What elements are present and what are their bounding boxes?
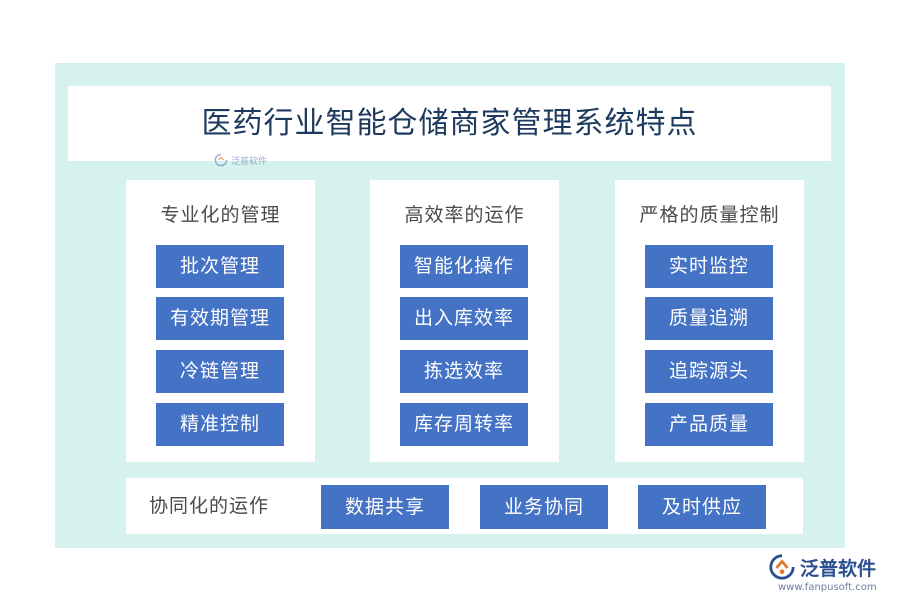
feature-box: 批次管理: [156, 245, 284, 288]
brand-name: 泛普软件: [800, 557, 877, 580]
fanpu-logo-icon: [769, 554, 795, 580]
brand-url: www.fanpusoft.com: [778, 582, 877, 593]
feature-box: 拣选效率: [400, 350, 528, 393]
watermark-small: 泛普软件: [214, 151, 267, 169]
feature-box: 精准控制: [156, 403, 284, 446]
feature-box: 实时监控: [645, 245, 773, 288]
feature-box: 冷链管理: [156, 350, 284, 393]
column-professional-management: 专业化的管理 批次管理 有效期管理 冷链管理 精准控制: [126, 180, 315, 462]
column-high-efficiency: 高效率的运作 智能化操作 出入库效率 拣选效率 库存周转率: [370, 180, 559, 462]
bottom-row-collaboration: 协同化的运作 数据共享 业务协同 及时供应: [126, 478, 803, 534]
feature-box: 产品质量: [645, 403, 773, 446]
feature-box: 追踪源头: [645, 350, 773, 393]
column-heading: 高效率的运作: [404, 204, 525, 226]
feature-box: 及时供应: [638, 485, 766, 529]
feature-box: 智能化操作: [400, 245, 528, 288]
feature-box: 质量追溯: [645, 297, 773, 340]
brand-logo: 泛普软件: [768, 553, 876, 581]
fanpu-logo-icon: [214, 153, 228, 167]
feature-box: 出入库效率: [400, 297, 528, 340]
column-heading: 专业化的管理: [160, 204, 281, 226]
diagram-title: 医药行业智能仓储商家管理系统特点: [201, 106, 698, 141]
feature-box: 库存周转率: [400, 403, 528, 446]
watermark-small-text: 泛普软件: [231, 156, 268, 167]
bottom-row-label: 协同化的运作: [149, 495, 270, 517]
title-box: 医药行业智能仓储商家管理系统特点: [68, 86, 831, 161]
feature-box: 有效期管理: [156, 297, 284, 340]
feature-box: 数据共享: [321, 485, 449, 529]
feature-box: 业务协同: [480, 485, 608, 529]
column-quality-control: 严格的质量控制 实时监控 质量追溯 追踪源头 产品质量: [615, 180, 804, 462]
column-heading: 严格的质量控制: [639, 204, 780, 226]
